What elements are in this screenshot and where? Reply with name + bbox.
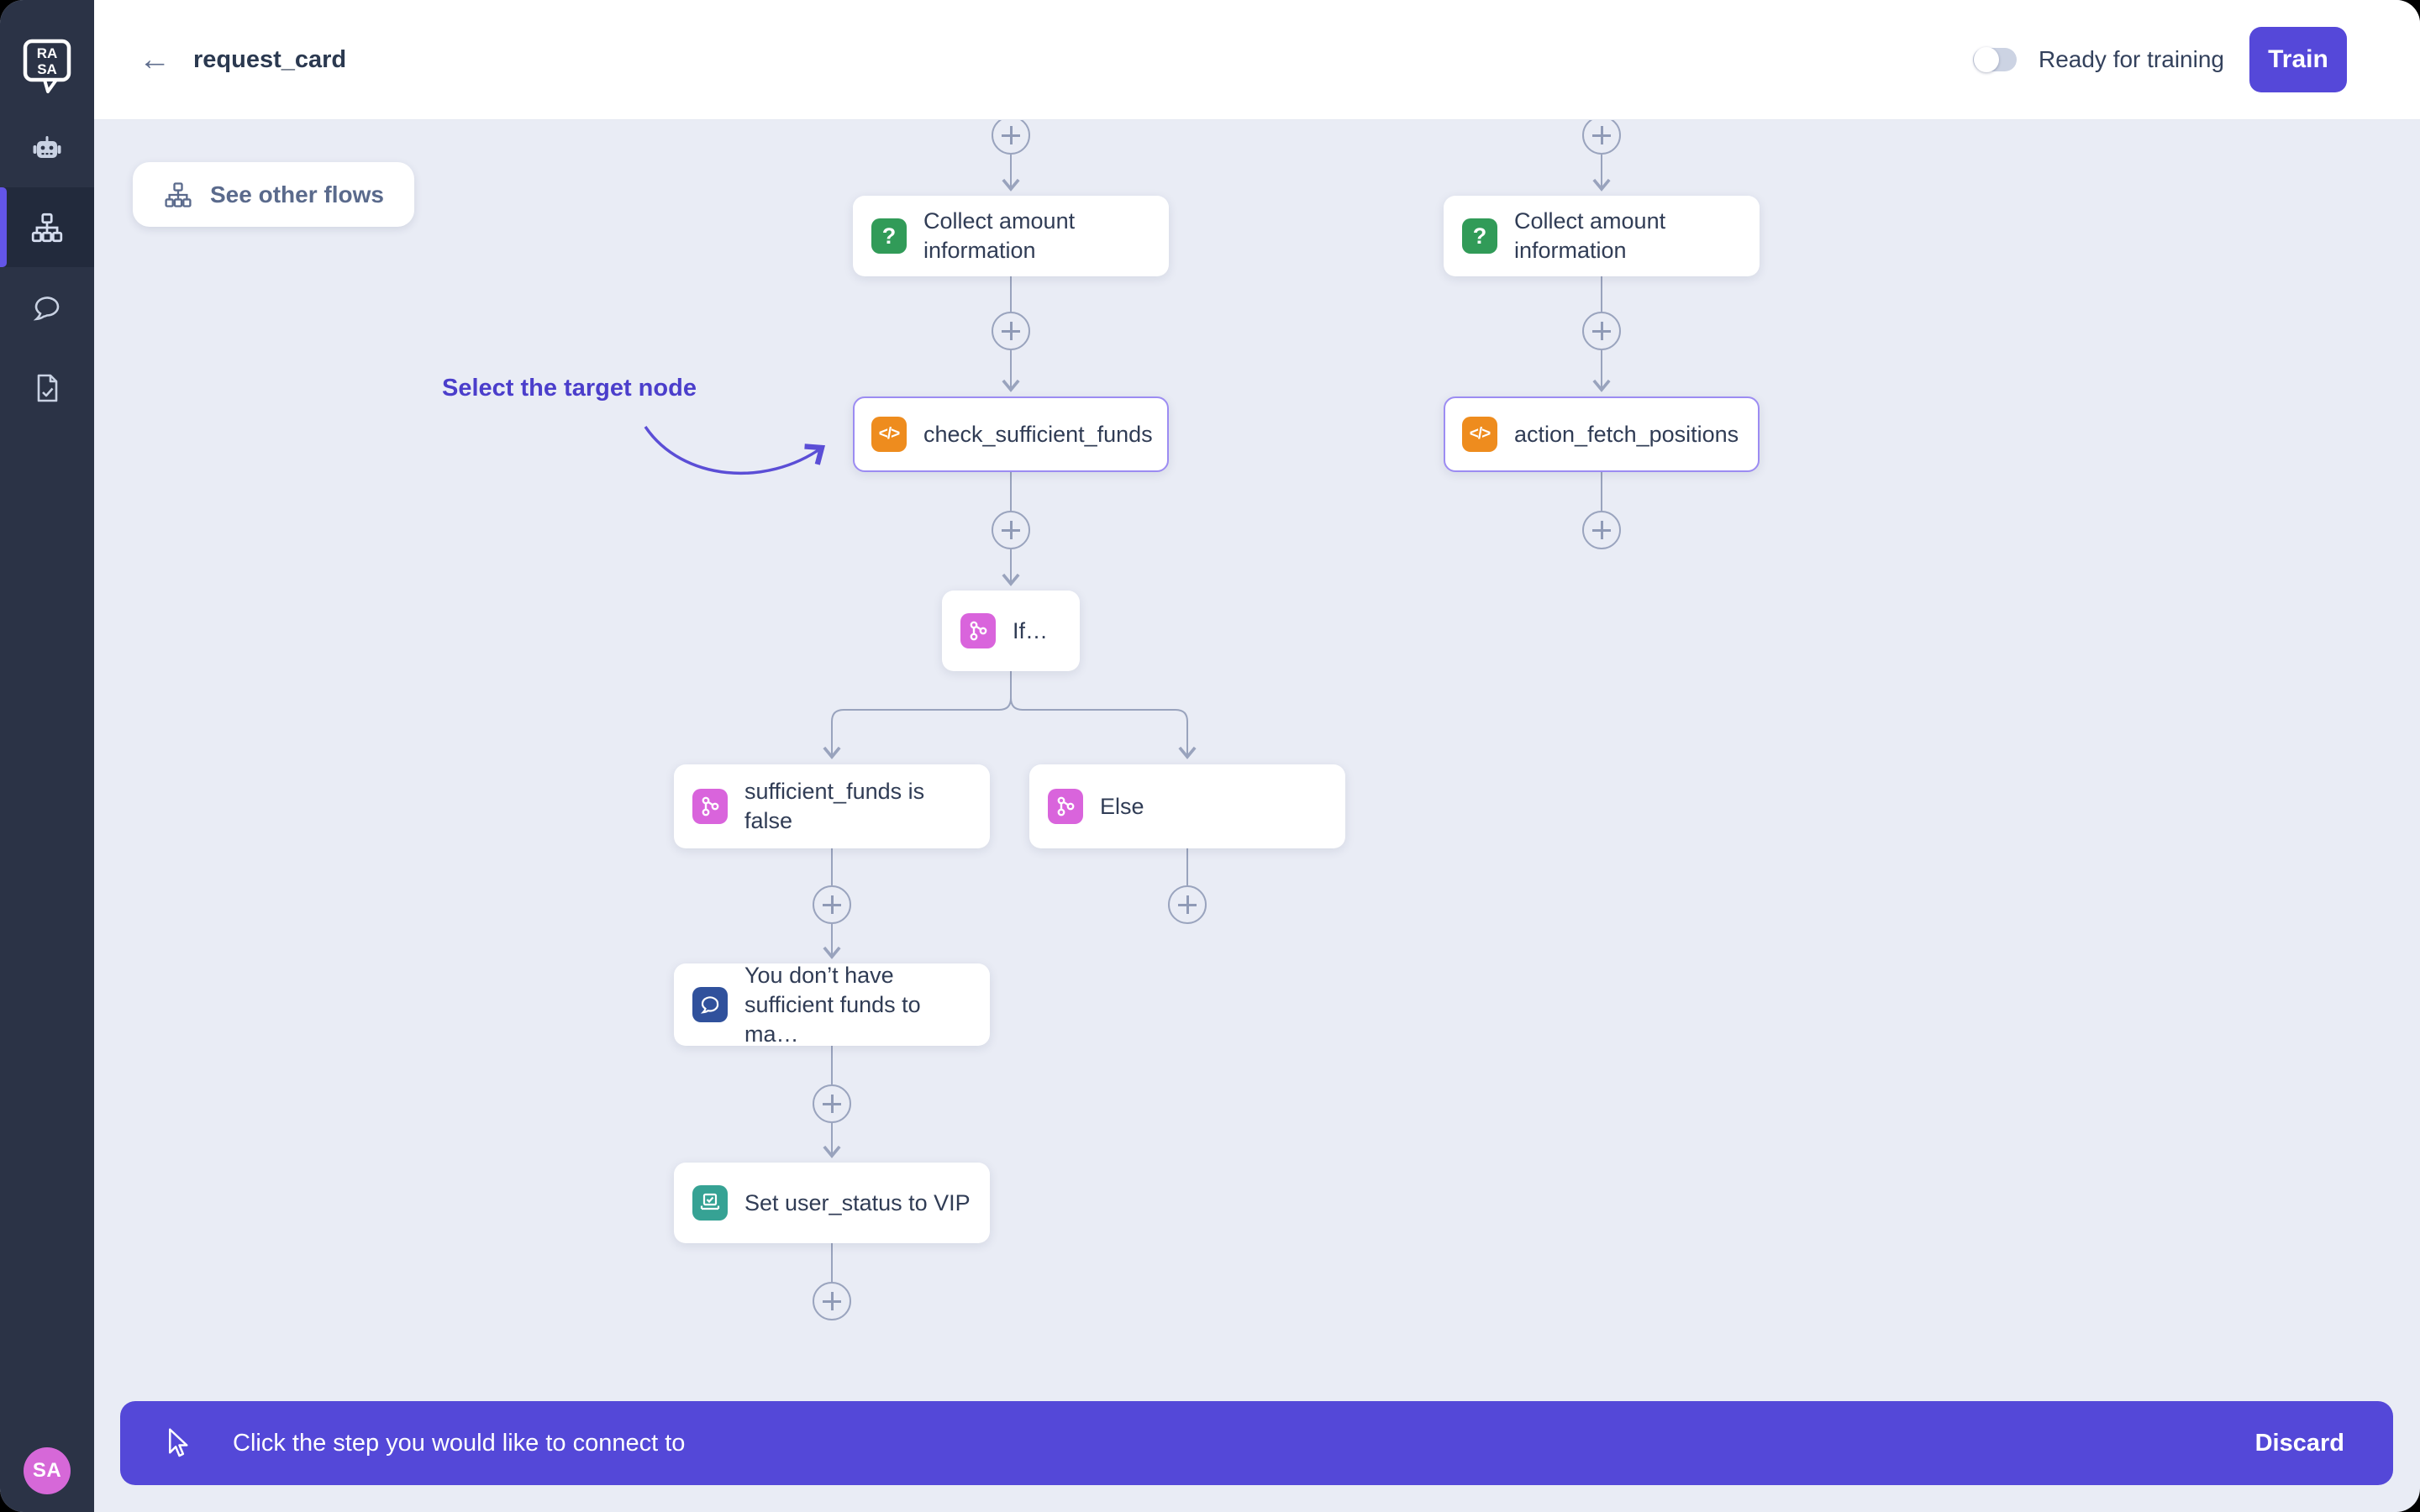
- robot-icon: [33, 136, 61, 158]
- train-button[interactable]: Train: [2249, 27, 2347, 92]
- rasa-logo: RA SA: [23, 39, 71, 93]
- flow-node-sufficient-funds-false[interactable]: sufficient_funds is false: [674, 764, 990, 848]
- flow-node-if[interactable]: If…: [942, 591, 1080, 671]
- document-check-icon: [37, 374, 58, 402]
- code-icon: </>: [1462, 417, 1497, 452]
- node-label: action_fetch_positions: [1514, 421, 1739, 447]
- avatar[interactable]: SA: [24, 1447, 71, 1494]
- toggle-knob: [1973, 47, 1999, 72]
- flow-node-collect-amount[interactable]: ? Collect amount information: [853, 196, 1169, 276]
- flow-node-check-sufficient-funds[interactable]: </> check_sufficient_funds: [853, 396, 1169, 472]
- sitemap-icon: [165, 181, 192, 207]
- cursor-pointer-icon: [169, 1428, 188, 1457]
- add-step-button[interactable]: [992, 312, 1030, 350]
- add-step-button[interactable]: [992, 511, 1030, 549]
- sitemap-icon: [31, 213, 63, 242]
- see-other-flows-label: See other flows: [210, 181, 384, 207]
- node-label: Set user_status to VIP: [744, 1189, 971, 1215]
- chat-icon: [33, 297, 60, 321]
- code-icon: </>: [871, 417, 907, 452]
- node-label: Collect amount information: [923, 208, 1076, 263]
- node-label: sufficient_funds is false: [744, 779, 925, 833]
- message-icon: [692, 987, 728, 1022]
- sidebar-item-content[interactable]: [0, 363, 94, 413]
- add-step-button[interactable]: [813, 1282, 851, 1320]
- question-icon: ?: [871, 218, 907, 254]
- flow-node-action-fetch-positions[interactable]: </> action_fetch_positions: [1444, 396, 1760, 472]
- node-label: check_sufficient_funds: [923, 421, 1153, 447]
- flow-node-set-user-status[interactable]: Set user_status to VIP: [674, 1163, 990, 1243]
- header: ← request_card Ready for training Train: [94, 0, 2420, 120]
- sidebar: RA SA: [0, 0, 94, 1512]
- connect-step-banner: Click the step you would like to connect…: [120, 1401, 2393, 1485]
- sidebar-item-assistant[interactable]: [0, 123, 94, 174]
- page-title: request_card: [193, 45, 347, 73]
- add-step-button[interactable]: [1582, 116, 1621, 155]
- add-step-button[interactable]: [813, 885, 851, 924]
- question-icon: ?: [1462, 218, 1497, 254]
- flow-node-message[interactable]: You don’t have sufficient funds to ma…: [674, 962, 990, 1047]
- node-label: You don’t have sufficient funds to ma…: [744, 962, 921, 1047]
- sidebar-item-conversations[interactable]: [0, 283, 94, 333]
- sidebar-item-flows[interactable]: [0, 187, 94, 267]
- add-step-button[interactable]: [1168, 885, 1207, 924]
- slot-check-icon: [692, 1185, 728, 1221]
- flow-canvas[interactable]: See other flows Select the target node ?…: [94, 116, 2420, 1512]
- add-step-button[interactable]: [813, 1084, 851, 1123]
- ready-for-training-toggle[interactable]: [1972, 47, 2017, 72]
- discard-button[interactable]: Discard: [2250, 1429, 2349, 1458]
- flow-node-else[interactable]: Else: [1029, 764, 1345, 848]
- node-label: Collect amount information: [1514, 208, 1666, 263]
- add-step-button[interactable]: [992, 116, 1030, 155]
- annotation-text: Select the target node: [442, 375, 697, 402]
- add-step-button[interactable]: [1582, 312, 1621, 350]
- banner-message: Click the step you would like to connect…: [233, 1429, 686, 1457]
- svg-text:RA: RA: [37, 45, 58, 61]
- toggle-label: Ready for training: [2038, 46, 2224, 72]
- back-button[interactable]: ←: [139, 42, 171, 77]
- add-step-button[interactable]: [1582, 511, 1621, 549]
- branch-icon: [1048, 789, 1083, 824]
- node-label: If…: [1013, 617, 1049, 643]
- annotation-arrow: [644, 426, 826, 475]
- svg-text:SA: SA: [37, 61, 57, 77]
- active-indicator: [0, 187, 7, 267]
- branch-icon: [960, 613, 996, 648]
- node-label: Else: [1100, 793, 1144, 819]
- flow-node-collect-amount-2[interactable]: ? Collect amount information: [1444, 196, 1760, 276]
- branch-icon: [692, 789, 728, 824]
- see-other-flows-button[interactable]: See other flows: [133, 162, 414, 227]
